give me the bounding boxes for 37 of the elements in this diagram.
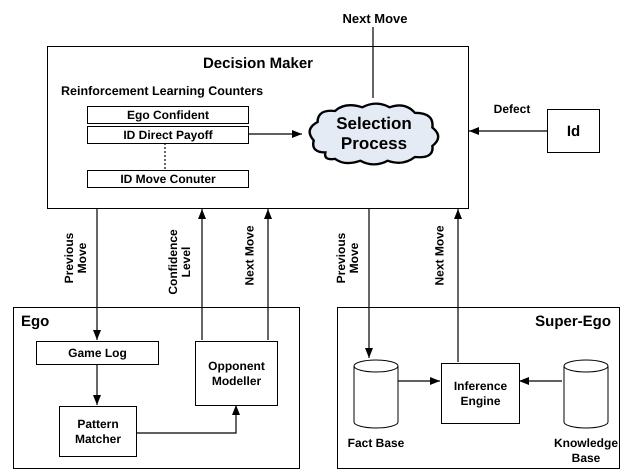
edge-label: Previous Move — [335, 232, 361, 286]
counter-box: ID Move Conuter — [87, 170, 249, 188]
arrow — [198, 209, 206, 340]
arrow — [398, 377, 440, 385]
module-panel — [13, 307, 300, 469]
panel-title: Super-Ego — [535, 312, 611, 332]
edge-label: Confidence Level — [167, 228, 193, 297]
edge-label: Next Move — [434, 224, 446, 288]
process-box: Opponent Modeller — [195, 341, 278, 406]
connector-line — [164, 143, 166, 169]
edge-label: Defect — [492, 103, 532, 116]
arrow — [136, 405, 240, 434]
arrow — [519, 377, 562, 385]
arrow — [93, 209, 101, 340]
counter-box: Ego Confident — [87, 106, 249, 124]
arrow — [454, 209, 462, 362]
module-panel — [337, 307, 620, 469]
group-heading: Reinforcement Learning Counters — [61, 83, 264, 100]
edge-label: Next Move — [244, 224, 256, 288]
arrow — [264, 209, 272, 340]
cylinder-caption: Fact Base — [346, 436, 406, 451]
cylinder-caption: Knowledge Base — [552, 436, 619, 466]
connector-line — [372, 27, 374, 98]
output-label: Next Move — [330, 9, 420, 27]
arrow — [365, 209, 373, 358]
arrow — [469, 127, 547, 135]
edge-label: Previous Move — [63, 232, 89, 286]
module-panel — [47, 46, 469, 209]
process-box: Pattern Matcher — [59, 406, 137, 457]
arrow — [248, 130, 302, 138]
panel-title: Ego — [21, 312, 50, 332]
process-box: Id — [547, 109, 600, 153]
process-box: Game Log — [36, 341, 159, 365]
process-box: Inference Engine — [441, 363, 520, 424]
counter-box: ID Direct Payoff — [87, 126, 249, 144]
arrow — [93, 364, 101, 405]
panel-title: Decision Maker — [202, 54, 314, 74]
